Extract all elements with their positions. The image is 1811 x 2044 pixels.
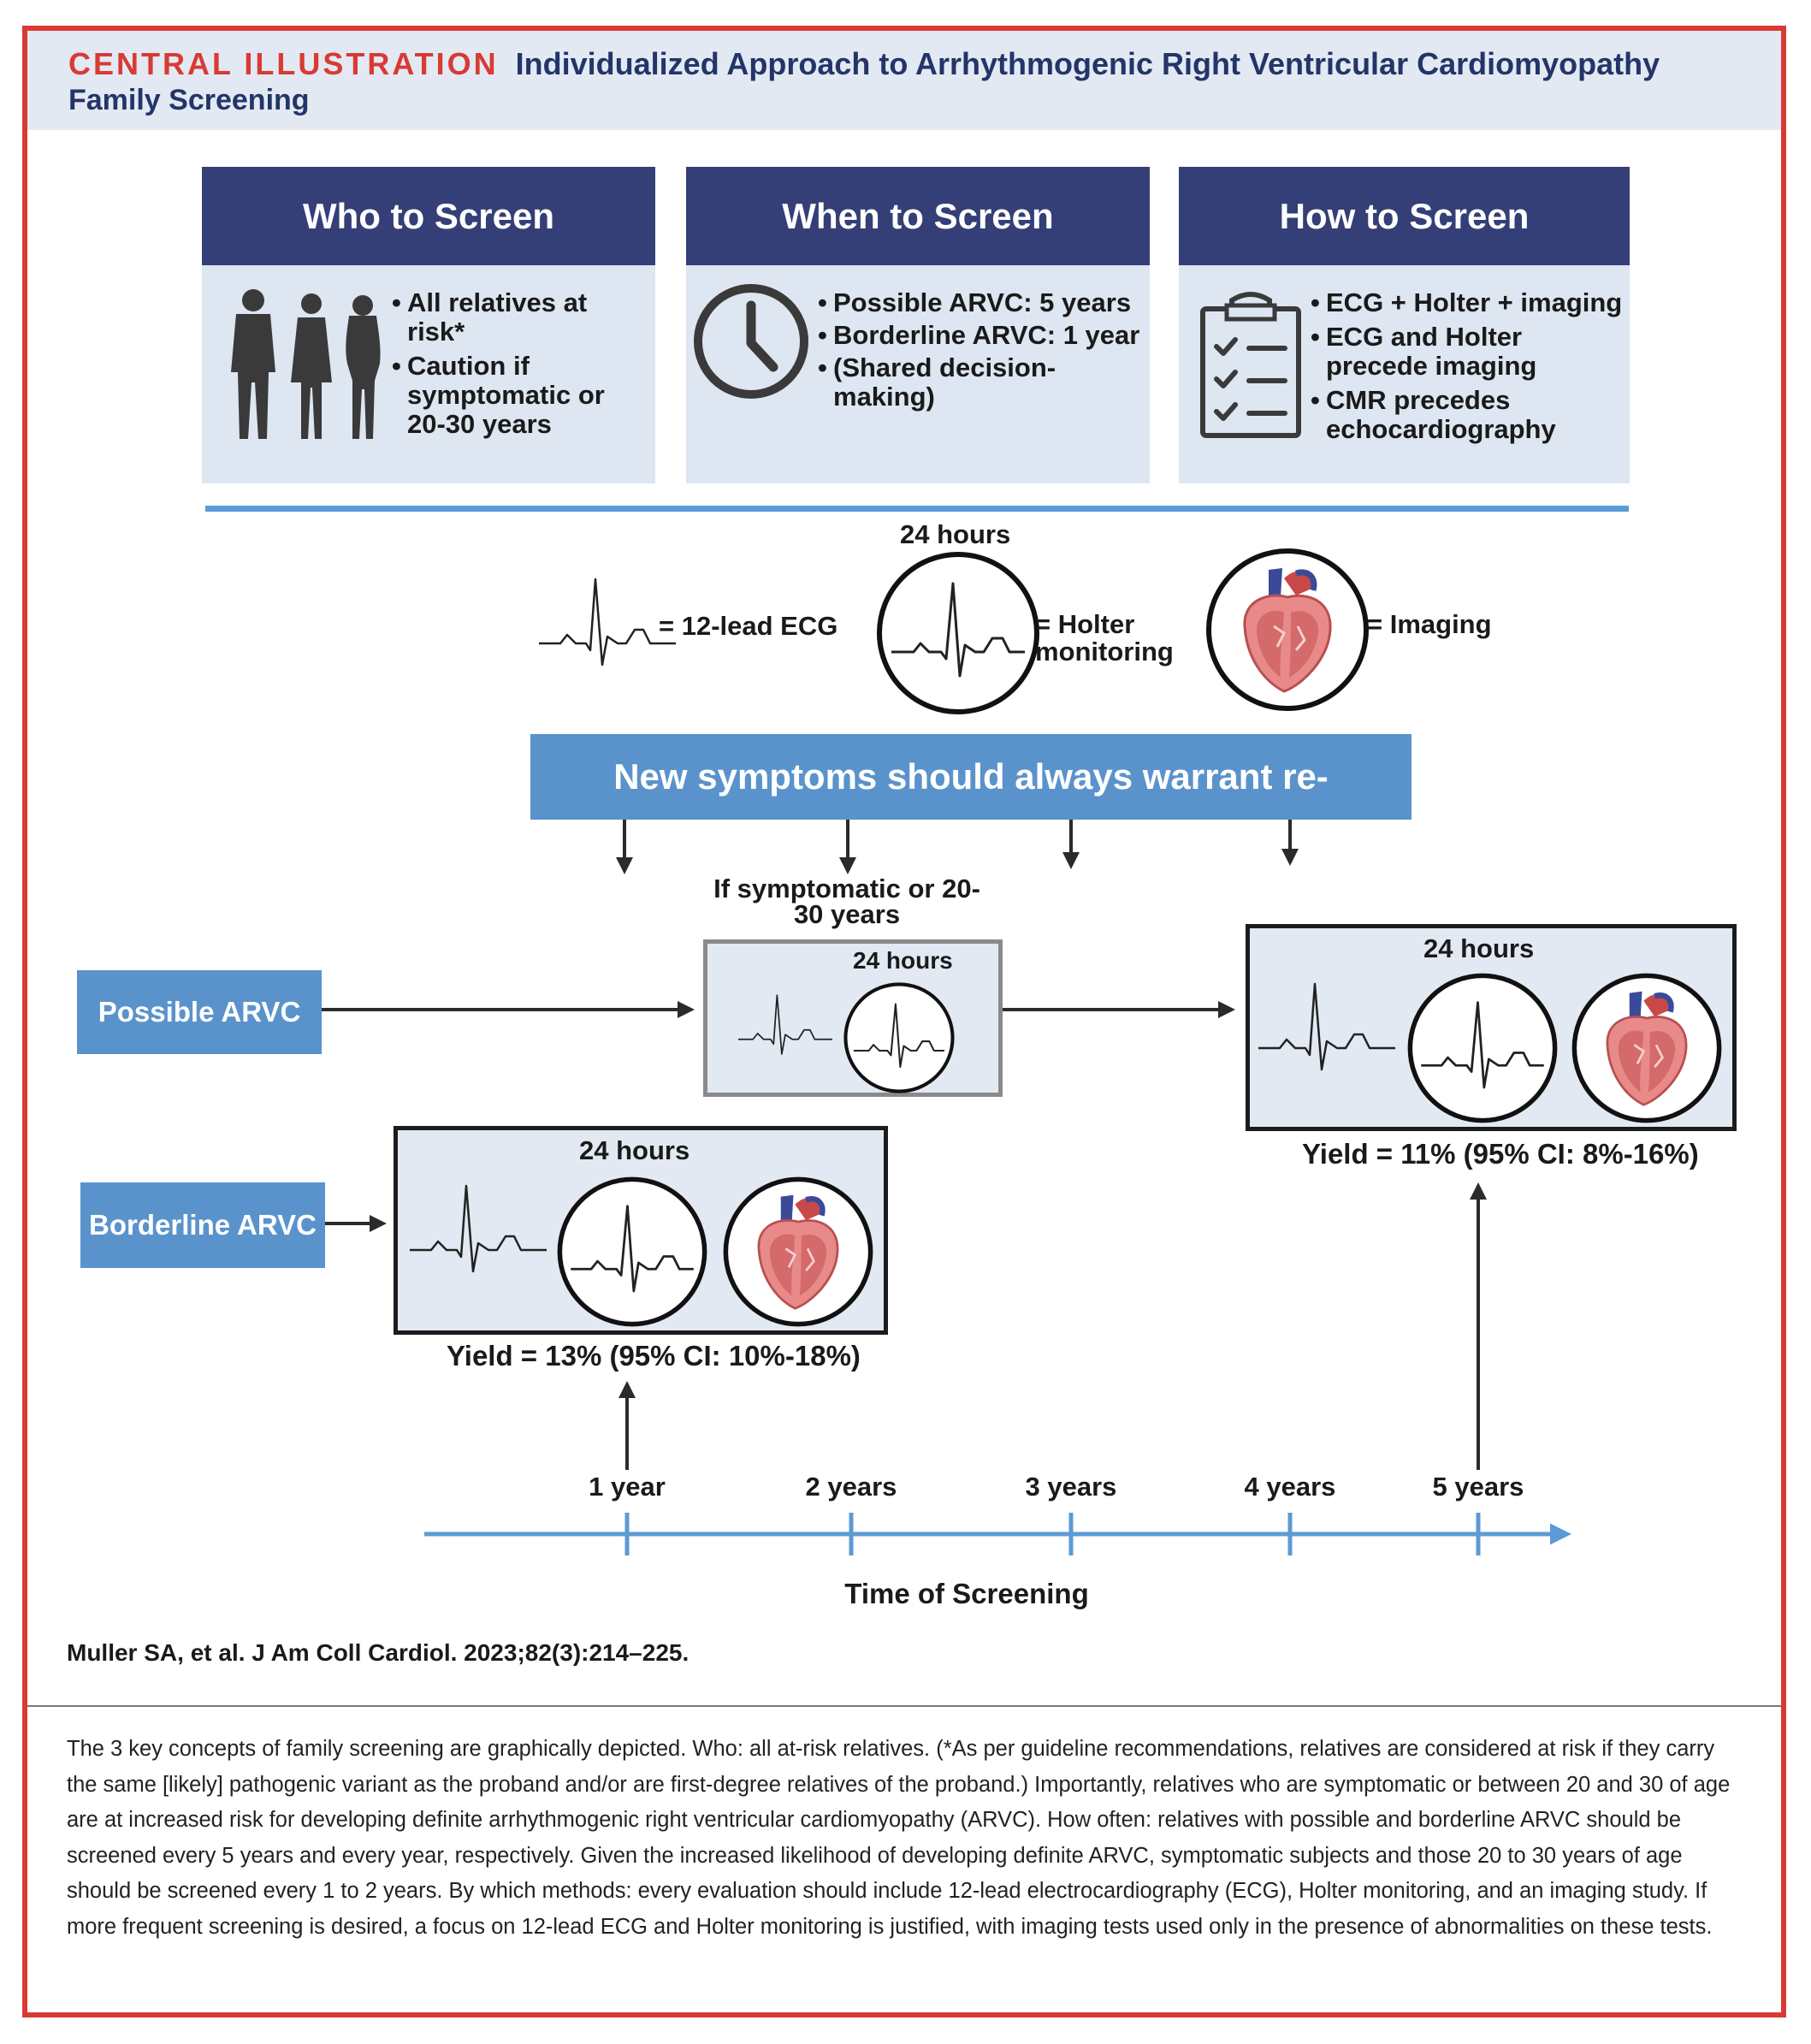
holter-monitor-icon xyxy=(1404,969,1561,1127)
legend-imaging-label: = Imaging xyxy=(1367,609,1492,639)
ecg-trace-icon xyxy=(738,992,832,1063)
legend-holter-label: = Holter monitoring xyxy=(1035,609,1174,667)
timeline-tick-label: 4 years xyxy=(1244,1472,1336,1502)
legend-holter-hours: 24 hours xyxy=(900,519,1011,549)
how-bullet: ECG + Holter + imaging xyxy=(1311,288,1629,318)
panel-who-to-screen: Who to Screen All relatives at risk* Cau… xyxy=(202,167,655,483)
timeline-tick-label: 2 years xyxy=(805,1472,897,1502)
figure-frame xyxy=(22,26,1786,2017)
citation: Muller SA, et al. J Am Coll Cardiol. 202… xyxy=(67,1639,689,1666)
header-title-line2: Family Screening xyxy=(68,84,310,116)
who-bullet: All relatives at risk* xyxy=(392,288,648,347)
panel-when-to-screen: When to Screen Possible ARVC: 5 years Bo… xyxy=(686,167,1150,483)
header-title: Individualized Approach to Arrhythmogeni… xyxy=(515,46,1660,81)
timeline-tick-label: 1 year xyxy=(589,1472,666,1502)
timeline-tick-label: 5 years xyxy=(1432,1472,1524,1502)
how-bullet-list: ECG + Holter + imaging ECG and Holter pr… xyxy=(1311,288,1629,449)
who-bullet: Caution if symptomatic or 20-30 years xyxy=(392,352,648,439)
border-box-hours: 24 hours xyxy=(579,1135,690,1165)
header-title-line1: CENTRAL ILLUSTRATION Individualized Appr… xyxy=(68,46,1660,82)
people-icon xyxy=(231,289,381,439)
panel-how-to-screen: How to Screen ECG + Holter + imaging ECG… xyxy=(1179,167,1630,483)
yield-possible: Yield = 11% (95% CI: 8%-16%) xyxy=(1302,1138,1699,1170)
small-box-hours: 24 hours xyxy=(853,947,953,974)
panel-when-title: When to Screen xyxy=(686,167,1150,265)
when-bullet-list: Possible ARVC: 5 years Borderline ARVC: … xyxy=(818,288,1151,417)
how-bullet: CMR precedes echocardiography xyxy=(1311,386,1629,444)
panel-who-title: Who to Screen xyxy=(202,167,655,265)
section-divider xyxy=(205,506,1629,512)
possible-arvc-box: Possible ARVC xyxy=(77,970,322,1054)
legend-ecg-label: = 12-lead ECG xyxy=(659,611,838,641)
right-box-hours: 24 hours xyxy=(1423,933,1535,963)
when-bullet: Possible ARVC: 5 years xyxy=(818,288,1151,318)
heart-imaging-icon xyxy=(719,1173,877,1330)
timeline-axis-label: Time of Screening xyxy=(844,1578,1089,1609)
how-bullet: ECG and Holter precede imaging xyxy=(1311,323,1629,381)
timeline-tick-label: 3 years xyxy=(1025,1472,1117,1502)
who-bullet-list: All relatives at risk* Caution if sympto… xyxy=(392,288,648,444)
ecg-trace-icon xyxy=(410,1182,547,1284)
symptomatic-note: If symptomatic or 20-30 years xyxy=(713,874,980,929)
central-illustration-label: CENTRAL ILLUSTRATION xyxy=(68,46,499,81)
caption-divider xyxy=(27,1705,1781,1707)
panel-how-title: How to Screen xyxy=(1179,167,1630,265)
ecg-trace-icon xyxy=(1258,980,1395,1082)
re-evaluation-banner: New symptoms should always warrant re-ev… xyxy=(530,734,1412,882)
screening-box-full-possible: 24 hours xyxy=(1246,924,1737,1131)
holter-monitor-icon xyxy=(841,980,957,1096)
screening-box-full-borderline: 24 hours xyxy=(394,1126,888,1335)
screening-box-ecg-holter: 24 hours xyxy=(703,939,1003,1097)
when-bullet: (Shared decision-making) xyxy=(818,353,1151,412)
header: CENTRAL ILLUSTRATION Individualized Appr… xyxy=(27,31,1781,130)
when-bullet: Borderline ARVC: 1 year xyxy=(818,321,1151,351)
holter-monitor-icon xyxy=(553,1173,711,1330)
borderline-arvc-box: Borderline ARVC xyxy=(80,1182,325,1268)
clock-icon xyxy=(694,284,808,399)
heart-imaging-icon xyxy=(1568,969,1725,1127)
yield-borderline: Yield = 13% (95% CI: 10%-18%) xyxy=(447,1340,861,1372)
figure-caption: The 3 key concepts of family screening a… xyxy=(67,1737,1731,1939)
clipboard-checklist-icon xyxy=(1200,292,1301,438)
